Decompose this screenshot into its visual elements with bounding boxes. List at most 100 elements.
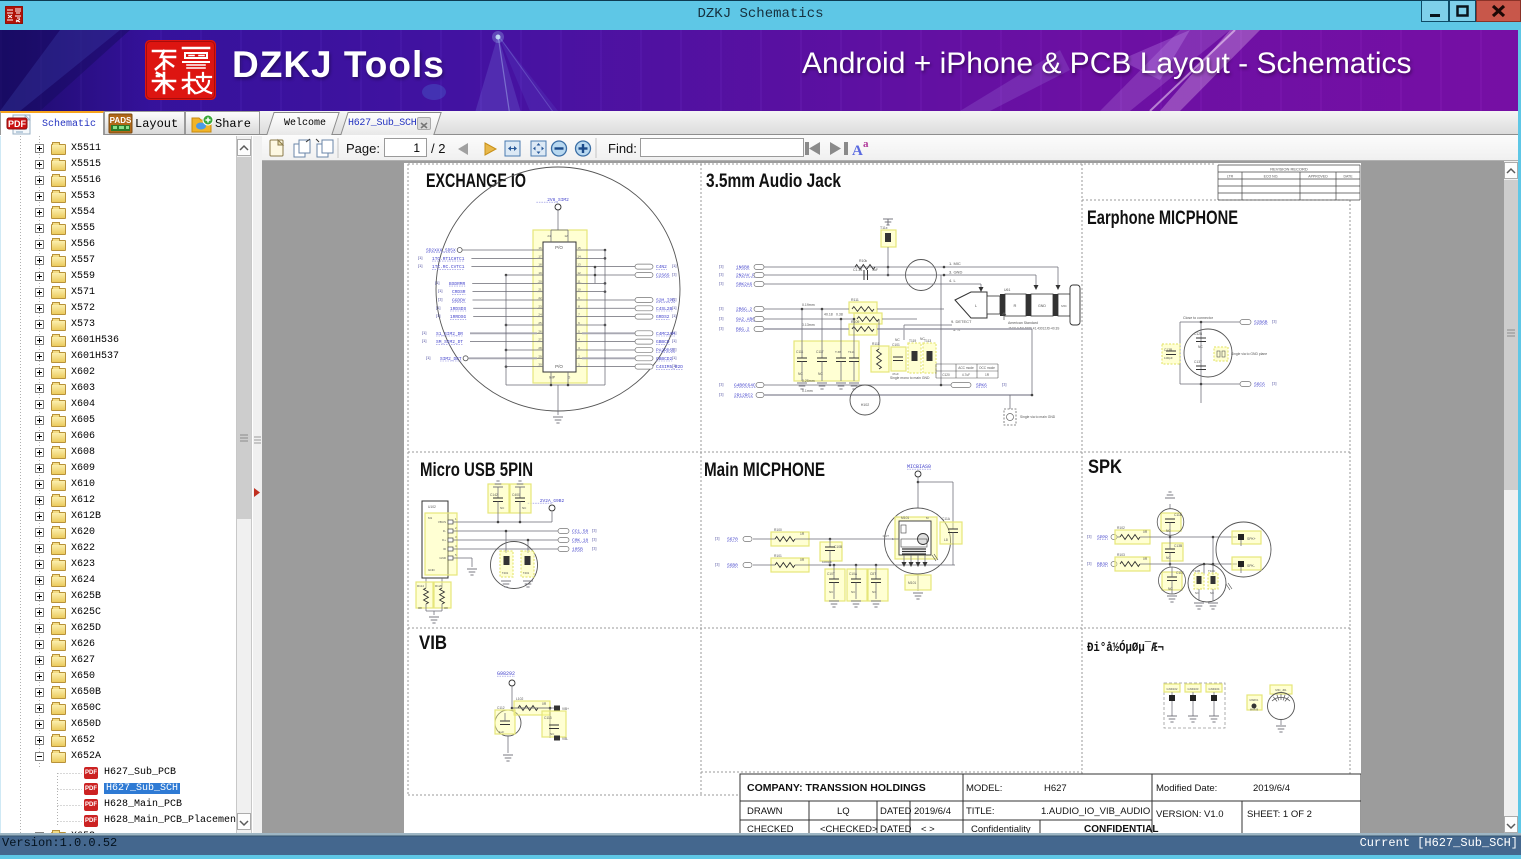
svg-text:2V2A_G9B2: 2V2A_G9B2	[540, 498, 565, 504]
svg-text:0R: 0R	[1143, 557, 1148, 561]
svg-text:Ði°å½ÓµØµ¯Æ¬: Ði°å½ÓµØµ¯Æ¬	[1087, 640, 1164, 655]
svg-text:2N2AV_R: 2N2AV_R	[736, 273, 755, 279]
svg-text:1uF: 1uF	[499, 730, 504, 734]
svg-text:SD2XXX_SD5X: SD2XXX_SD5X	[426, 248, 456, 254]
svg-text:[1]: [1]	[672, 263, 676, 268]
svg-text:NC: NC	[920, 337, 925, 341]
svg-text:29: 29	[538, 354, 542, 358]
svg-text:R111: R111	[851, 298, 859, 302]
svg-text:MAR B: MAR B	[1250, 708, 1258, 712]
svg-text:[1]: [1]	[719, 316, 723, 321]
svg-text:9A2.AB6: 9A2.AB6	[736, 317, 755, 323]
svg-text:REVISION RECORD: REVISION RECORD	[1270, 167, 1308, 172]
svg-text:R109: R109	[851, 320, 859, 324]
svg-text:17: 17	[538, 254, 542, 258]
svg-text:C2S6S: C2S6S	[656, 272, 670, 278]
svg-text:OCC mode: OCC mode	[979, 366, 995, 370]
svg-text:4: 4	[455, 544, 457, 548]
svg-text:C117: C117	[1176, 571, 1184, 575]
svg-text:[1]: [1]	[438, 296, 442, 301]
svg-text:Confidentiality: Confidentiality	[971, 824, 1031, 833]
svg-text:S670: S670	[727, 537, 738, 543]
svg-text:[1]: [1]	[672, 346, 676, 351]
svg-text:C142: C142	[490, 493, 498, 497]
svg-text:0R: 0R	[418, 606, 423, 610]
svg-text:Main MICPHONE: Main MICPHONE	[704, 460, 825, 481]
svg-text:0.38: 0.38	[836, 313, 843, 317]
svg-text:C113: C113	[544, 716, 552, 720]
svg-text:R100: R100	[774, 528, 782, 532]
svg-text:C4N2: C4N2	[656, 264, 667, 270]
svg-text:R120: R120	[435, 584, 443, 588]
svg-text:NC: NC	[1198, 345, 1203, 349]
svg-text:C111: C111	[796, 350, 804, 354]
svg-text:C10A: C10A	[849, 572, 858, 576]
svg-text:1: 1	[578, 363, 580, 367]
svg-text:C4MC2AM: C4MC2AM	[656, 331, 675, 337]
svg-text:C10B: C10B	[834, 545, 843, 549]
svg-text:0.13mm: 0.13mm	[802, 323, 815, 327]
svg-text:C8T: C8T	[870, 572, 876, 576]
svg-text:PA2RDS1: PA2RDS1	[656, 347, 675, 353]
svg-text:[1]: [1]	[715, 536, 719, 541]
svg-text:GND: GND	[1038, 304, 1046, 308]
svg-text:H627: H627	[1044, 783, 1067, 794]
svg-text:27: 27	[538, 338, 542, 342]
svg-text:Single mono to main GND: Single mono to main GND	[890, 376, 930, 380]
svg-text:ECO NO.: ECO NO.	[1264, 175, 1279, 179]
svg-text:NC: NC	[872, 590, 877, 594]
svg-text:CC1.50: CC1.50	[572, 529, 589, 535]
svg-text:C1.24: C1.24	[853, 268, 862, 272]
svg-text:C4SIM5_R2D: C4SIM5_R2D	[656, 364, 683, 370]
svg-text:NC: NC	[798, 372, 803, 376]
svg-text:ACC mode: ACC mode	[958, 366, 974, 370]
svg-text:T401: T401	[523, 571, 530, 575]
svg-text:1uF: 1uF	[872, 268, 878, 272]
svg-text:A: A	[852, 143, 863, 159]
svg-text:T10C: T10C	[1208, 569, 1216, 573]
svg-text:C13B: C13B	[1164, 348, 1173, 352]
svg-text:26: 26	[538, 329, 542, 333]
svg-text:1N6B8: 1N6B8	[736, 265, 750, 271]
svg-text:G4B0C64C: G4B0C64C	[734, 383, 756, 389]
svg-text:C120: C120	[942, 373, 950, 377]
svg-text:[1]: [1]	[719, 272, 723, 277]
svg-text:[1]: [1]	[672, 296, 676, 301]
svg-text:0R: 0R	[800, 558, 805, 562]
svg-text:BSDRMR: BSDRMR	[449, 281, 466, 287]
svg-text:[1]: [1]	[426, 355, 430, 360]
svg-text:100pF: 100pF	[1164, 356, 1173, 360]
svg-text:T401: T401	[502, 571, 509, 575]
svg-text:P/O: P/O	[555, 245, 563, 250]
svg-text:7: 7	[578, 313, 580, 317]
svg-text:SPK: SPK	[1088, 457, 1122, 478]
svg-text:[1]: [1]	[719, 392, 723, 397]
svg-text:12: 12	[564, 234, 568, 238]
svg-text:C10T: C10T	[827, 572, 835, 576]
svg-text:0.25mm: 0.25mm	[802, 379, 815, 383]
svg-text:23: 23	[538, 304, 542, 308]
svg-text:D+: D+	[442, 538, 446, 542]
svg-text:12: 12	[577, 271, 581, 275]
svg-text:R10k: R10k	[859, 259, 867, 263]
svg-text:2: 2	[578, 354, 580, 358]
svg-text:C137: C137	[1194, 360, 1202, 364]
svg-text:GBBCD: GBBCD	[656, 339, 670, 345]
svg-text:[1]: [1]	[592, 546, 596, 551]
svg-text:DATE: DATE	[1343, 175, 1353, 179]
svg-text:1000pF: 1000pF	[822, 560, 832, 564]
svg-text:0R: 0R	[542, 702, 547, 706]
svg-text:C13B: C13B	[1174, 544, 1183, 548]
svg-text:NC: NC	[1210, 591, 1214, 595]
svg-text:1: 1	[455, 517, 457, 521]
svg-text:U102: U102	[428, 505, 436, 509]
svg-text:LQ: LQ	[837, 806, 850, 817]
svg-text:[1]: [1]	[418, 255, 422, 260]
svg-text:SPK6: SPK6	[976, 383, 987, 389]
svg-text:SPK+: SPK+	[1247, 537, 1256, 541]
svg-text:EXCHANGE IO: EXCHANGE IO	[426, 171, 526, 192]
svg-text:[1]: [1]	[719, 281, 723, 286]
svg-text:[1]: [1]	[719, 326, 723, 331]
svg-text:R: R	[1014, 303, 1017, 308]
svg-text:NC: NC	[1166, 529, 1171, 533]
